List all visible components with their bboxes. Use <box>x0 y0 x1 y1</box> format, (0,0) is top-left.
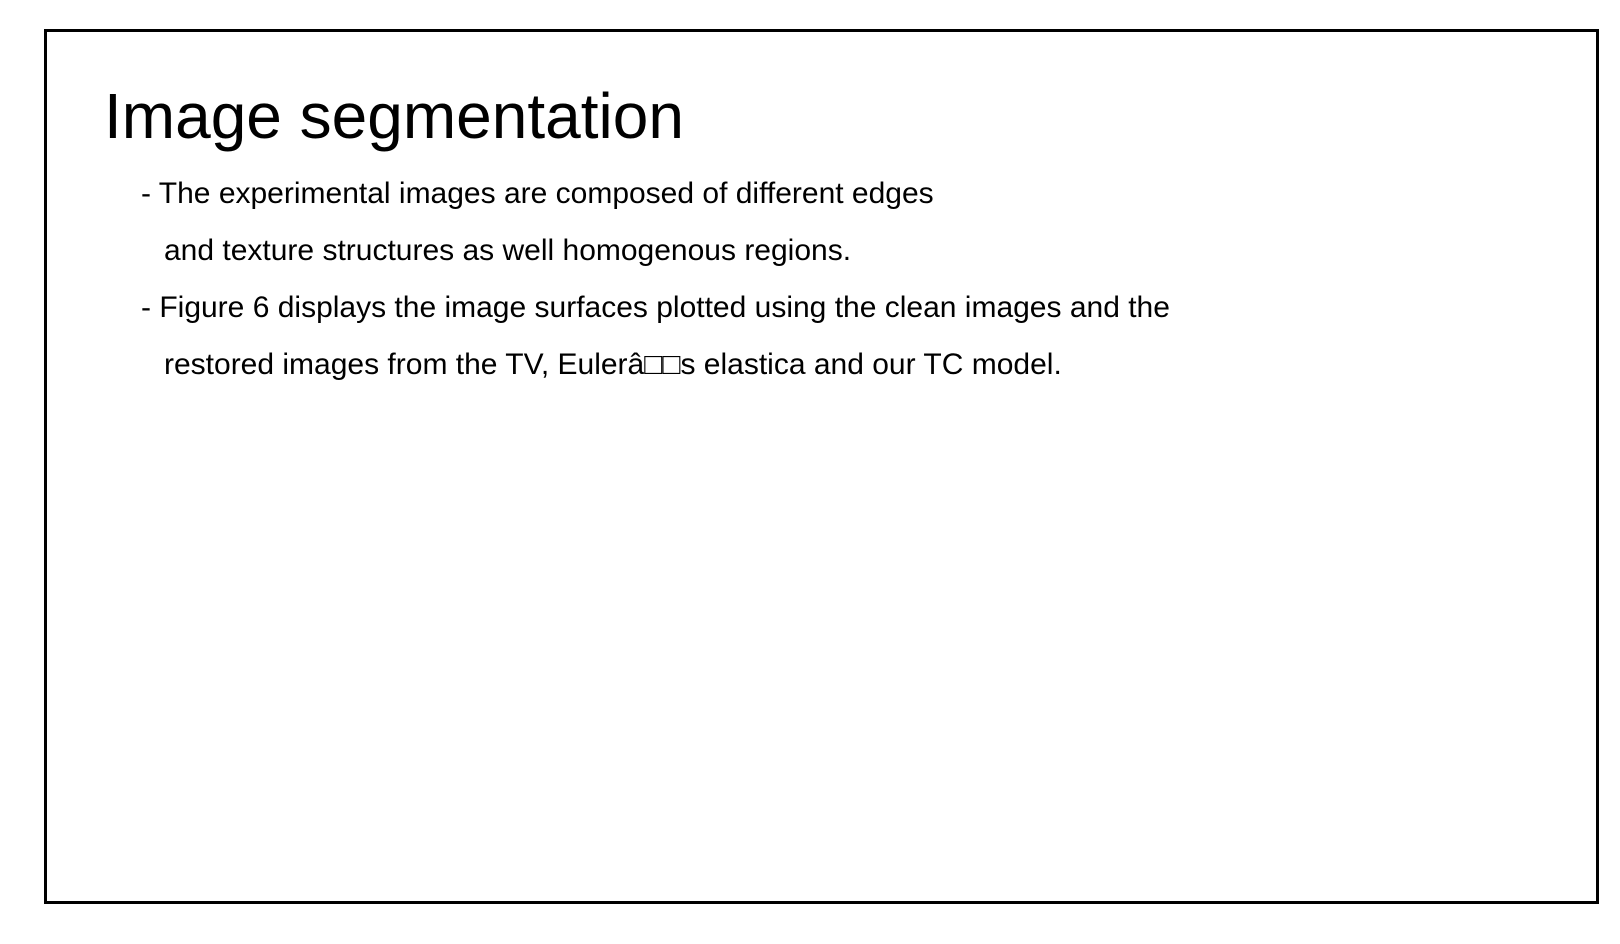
slide-title: Image segmentation <box>104 80 684 152</box>
bullet-line-1: - The experimental images are composed o… <box>141 177 934 210</box>
bullet-list: - The experimental images are composed o… <box>141 165 1170 393</box>
bullet-line-2: and texture structures as well homogenou… <box>164 234 852 267</box>
bullet-line-4: restored images from the TV, Eulerâ□□s e… <box>164 348 1062 381</box>
bullet-line-3: - Figure 6 displays the image surfaces p… <box>141 291 1170 324</box>
slide-frame: Image segmentation - The experimental im… <box>44 29 1599 904</box>
